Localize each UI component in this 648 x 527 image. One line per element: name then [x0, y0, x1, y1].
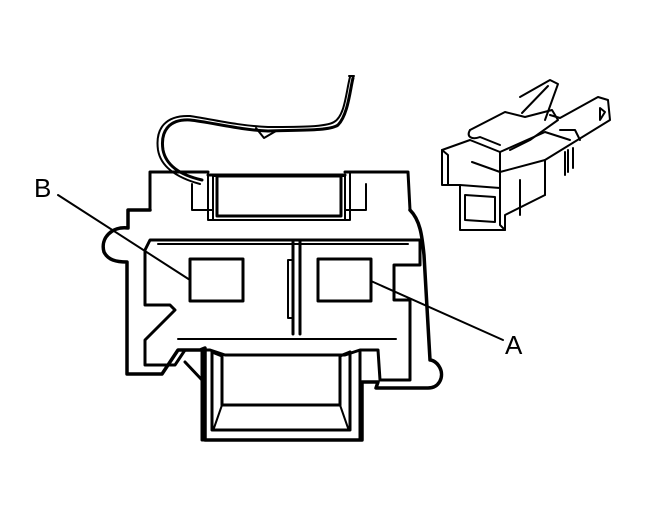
top-latch [148, 170, 412, 221]
terminal-cavity-left [188, 257, 245, 303]
main-connector-face [101, 208, 444, 442]
callout-label-b: B [34, 173, 52, 203]
terminal-cavity-right [316, 257, 373, 303]
callout-leaders [57, 194, 504, 341]
leader-line-a [370, 280, 504, 341]
callout-label-a: A [505, 330, 523, 360]
bottom-lock-tab [183, 350, 378, 442]
locking-clip [156, 75, 355, 185]
leader-line-b [57, 194, 191, 281]
connector-isometric-inset [441, 79, 611, 231]
